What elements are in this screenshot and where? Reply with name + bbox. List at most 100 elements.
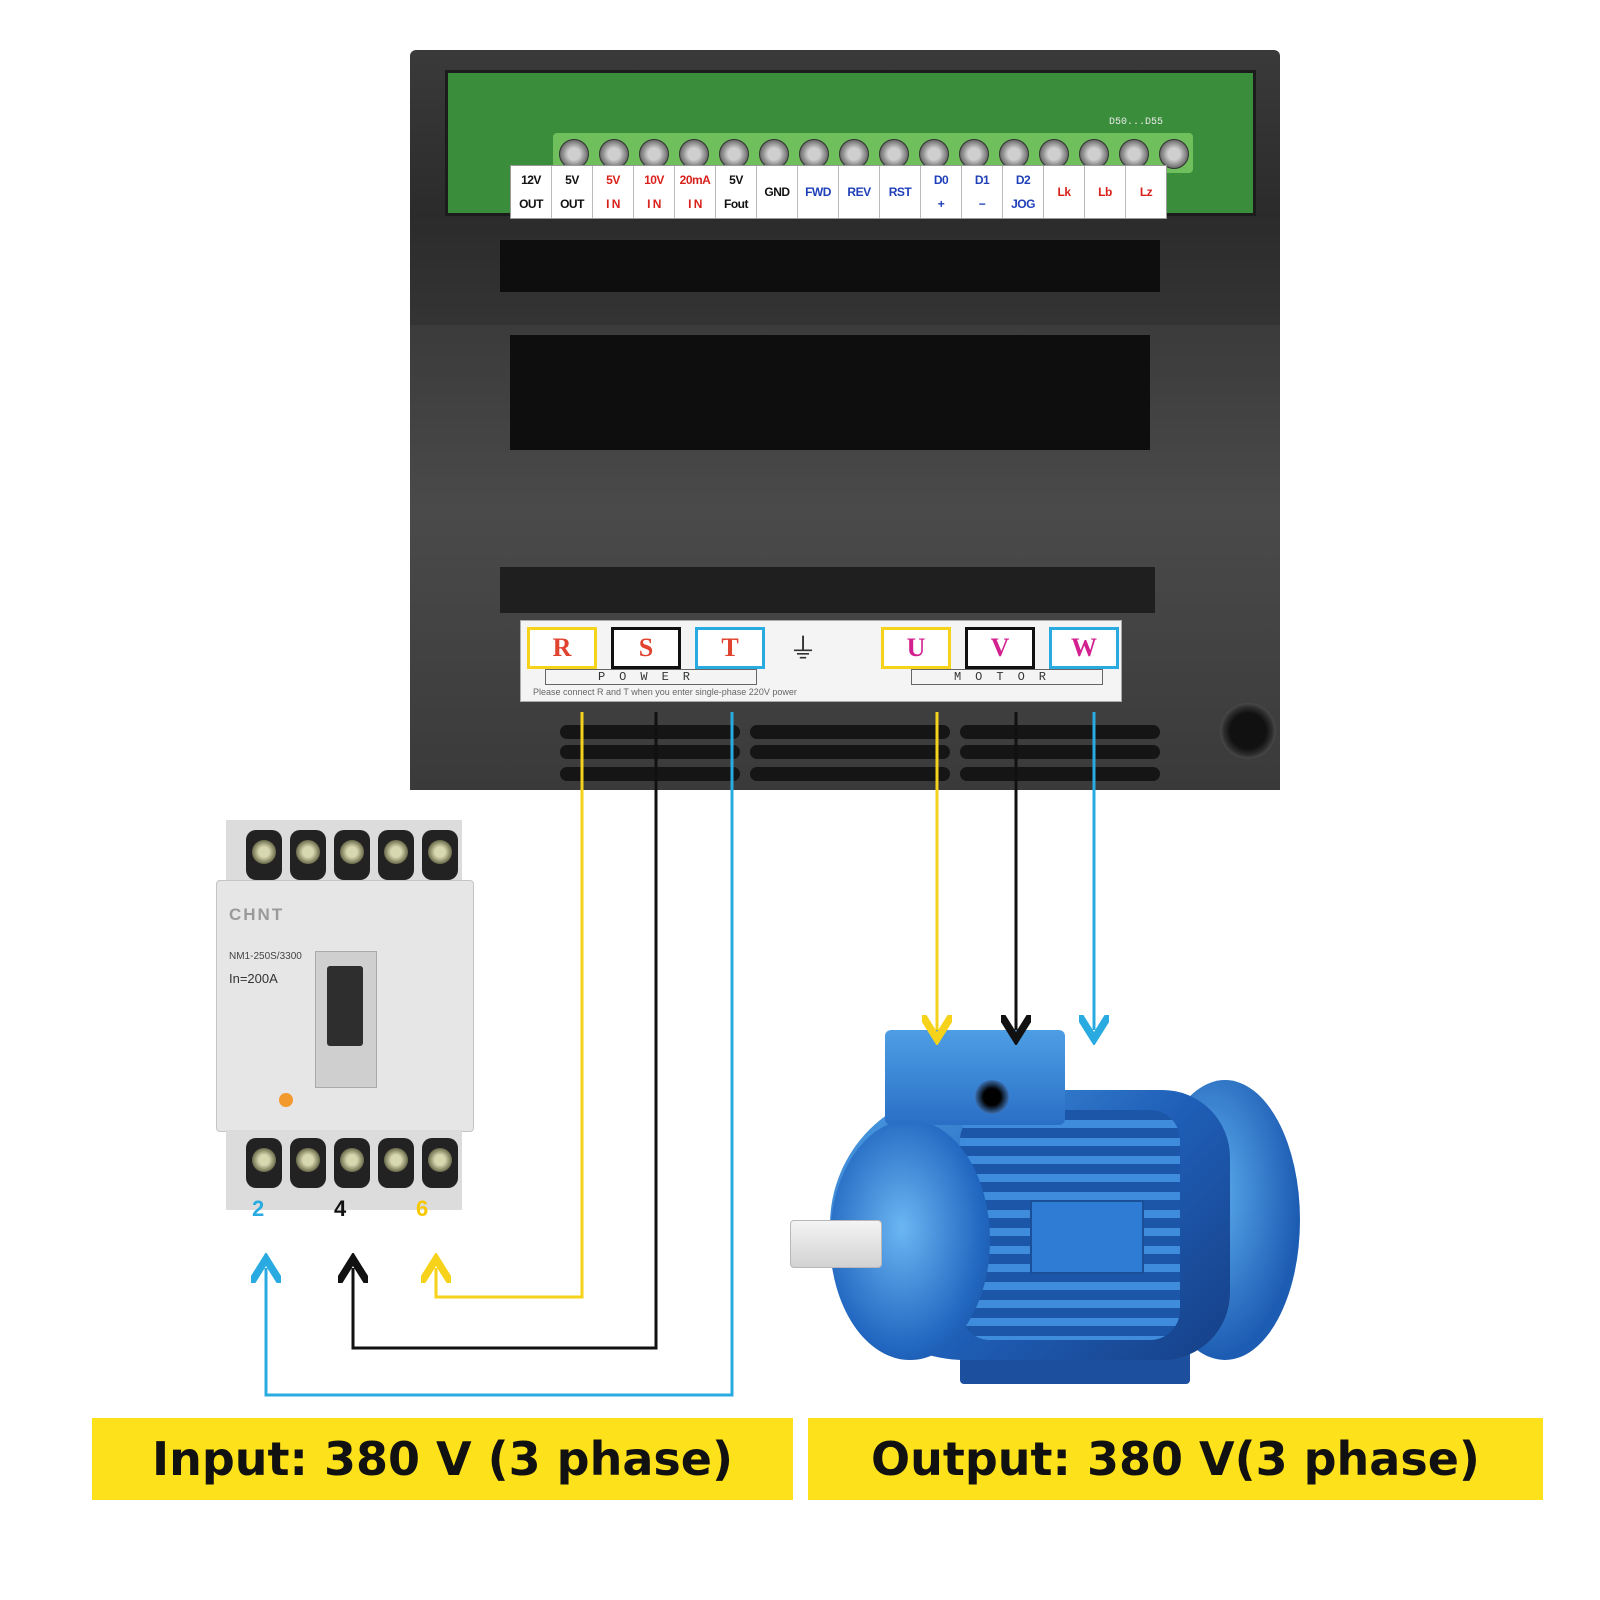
terminal-name: Lz — [1139, 185, 1153, 199]
terminal-screw — [919, 139, 949, 169]
terminal-name: REV — [847, 185, 871, 199]
breaker-rating: In=200A — [229, 971, 278, 986]
terminal-lug — [378, 830, 414, 880]
vent-fin — [960, 725, 1160, 739]
motor-word: MOTOR — [911, 669, 1103, 685]
terminal-w: W — [1049, 627, 1119, 669]
vent-slot — [500, 240, 1160, 292]
terminal-lug — [334, 1138, 370, 1188]
vent-fin — [750, 767, 950, 781]
terminal-lug — [334, 830, 370, 880]
terminal-screw — [719, 139, 749, 169]
terminal-name: D1 — [974, 173, 990, 187]
power-word: POWER — [545, 669, 757, 685]
terminal-sub: − — [978, 197, 986, 211]
terminal-name: 20mA — [679, 173, 711, 187]
terminal-name: 10V — [644, 173, 664, 187]
control-terminal-label: 12V OUT — [511, 166, 552, 218]
terminal-name: RST — [888, 185, 912, 199]
control-terminal-label: 5V I N — [593, 166, 634, 218]
control-terminal-label: Lz — [1126, 166, 1166, 218]
terminal-lug — [422, 830, 458, 880]
terminal-screw — [959, 139, 989, 169]
terminal-name: D0 — [933, 173, 949, 187]
vent-fin — [560, 745, 740, 759]
vent-fin — [750, 745, 950, 759]
terminal-screw — [1159, 139, 1189, 169]
control-terminal-label: D0 + — [921, 166, 962, 218]
terminal-screw — [599, 139, 629, 169]
terminal-screw — [1079, 139, 1109, 169]
terminal-lug — [290, 1138, 326, 1188]
terminal-sub: I N — [606, 197, 620, 211]
terminal-sub: OUT — [560, 197, 584, 211]
terminal-lug — [422, 1138, 458, 1188]
vent-fin — [960, 745, 1160, 759]
terminal-screw — [639, 139, 669, 169]
cable-gland — [975, 1080, 1009, 1114]
control-terminal-label: 5V Fout — [716, 166, 757, 218]
terminal-s: S — [611, 627, 681, 669]
trip-indicator — [279, 1093, 293, 1107]
terminal-name: 5V — [565, 173, 579, 187]
terminal-sub: Fout — [724, 197, 749, 211]
breaker-brand: CHNT — [229, 905, 285, 924]
control-terminal-label: 10V I N — [634, 166, 675, 218]
control-terminal-label: GND — [757, 166, 798, 218]
ground-icon: ⏚ — [789, 632, 818, 665]
power-terminal-label: R S T ⏚ U V W POWER MOTOR Please connect… — [520, 620, 1122, 702]
terminal-screw — [999, 139, 1029, 169]
single-phase-note: Please connect R and T when you enter si… — [533, 687, 797, 697]
control-terminal-label: REV — [839, 166, 880, 218]
terminal-lug — [246, 1138, 282, 1188]
terminal-lug — [290, 830, 326, 880]
terminal-name: 5V — [606, 173, 620, 187]
breaker-handle — [327, 966, 363, 1046]
circuit-breaker: CHNT NM1-250S/3300 In=200A 2 4 6 — [216, 820, 474, 1221]
pcb-label: D50...D55 — [1108, 117, 1163, 128]
terminal-screw — [1119, 139, 1149, 169]
terminal-sub: + — [937, 197, 945, 211]
terminal-name: GND — [764, 185, 790, 199]
terminal-sub: OUT — [519, 197, 543, 211]
control-terminal-label: 5V OUT — [552, 166, 593, 218]
control-terminal-label: FWD — [798, 166, 839, 218]
input-caption: Input: 380 V (3 phase) — [92, 1418, 793, 1500]
terminal-sub: JOG — [1011, 197, 1035, 211]
terminal-screw — [839, 139, 869, 169]
vent-fin — [560, 767, 740, 781]
control-terminal-label: RST — [880, 166, 921, 218]
power-terminal-slot — [500, 567, 1155, 613]
terminal-t: T — [695, 627, 765, 669]
terminal-sub: I N — [647, 197, 661, 211]
terminal-name: 12V — [521, 173, 541, 187]
vent-fin — [560, 725, 740, 739]
vent-fin — [750, 725, 950, 739]
breaker-model: NM1-250S/3300 — [229, 951, 302, 962]
breaker-terminal-4: 4 — [334, 1196, 347, 1221]
control-terminal-label: D1 − — [962, 166, 1003, 218]
terminal-lug — [378, 1138, 414, 1188]
terminal-v: V — [965, 627, 1035, 669]
vent-fin — [960, 767, 1160, 781]
output-caption: Output: 380 V(3 phase) — [808, 1418, 1543, 1500]
breaker-terminal-6: 6 — [416, 1196, 429, 1221]
vfd-lower-housing — [410, 325, 1280, 790]
terminal-name: 5V — [729, 173, 743, 187]
motor-shaft — [790, 1220, 882, 1268]
terminal-name: Lb — [1098, 185, 1112, 199]
terminal-name: FWD — [805, 185, 831, 199]
electric-motor — [790, 1030, 1310, 1390]
control-terminal-label: Lb — [1085, 166, 1126, 218]
control-terminal-label: Lk — [1044, 166, 1085, 218]
terminal-name: Lk — [1057, 185, 1071, 199]
terminal-r: R — [527, 627, 597, 669]
terminal-screw — [759, 139, 789, 169]
motor-terminal-box — [885, 1030, 1065, 1125]
